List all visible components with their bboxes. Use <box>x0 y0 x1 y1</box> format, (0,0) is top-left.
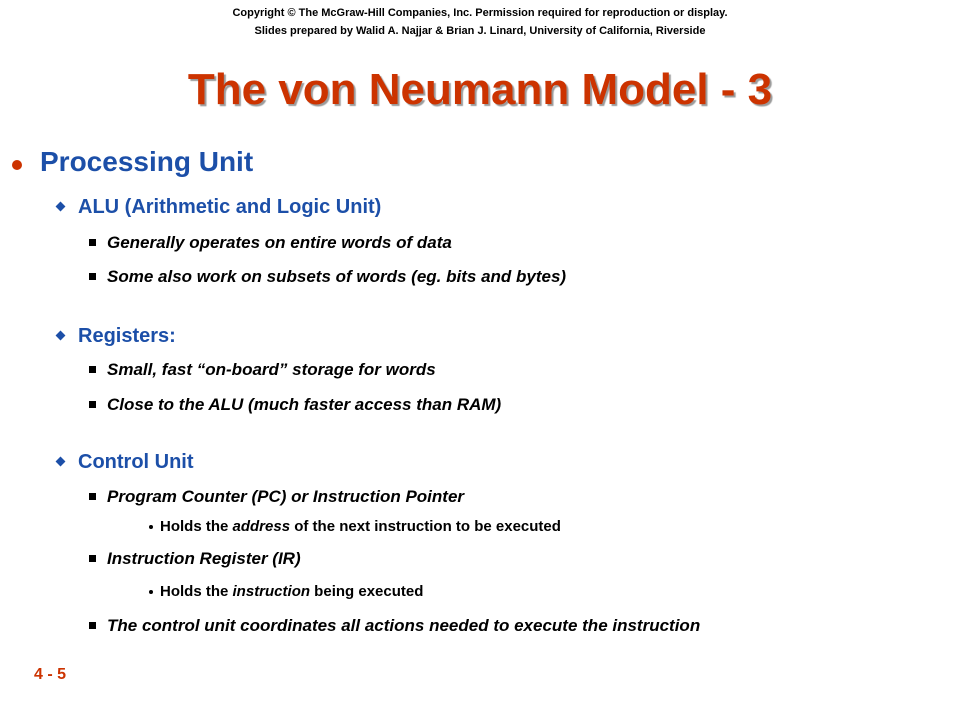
control-unit-label: Control Unit <box>78 451 194 473</box>
slide-credits: Slides prepared by Walid A. Najjar & Bri… <box>254 25 706 37</box>
copyright-notice: Copyright © The McGraw-Hill Companies, I… <box>232 7 728 19</box>
square-bullet-icon <box>89 239 96 246</box>
registers-label: Registers: <box>78 325 176 347</box>
round-bullet-icon <box>12 160 22 170</box>
alu-point-1: Generally operates on entire words of da… <box>107 233 452 252</box>
alu-point-2: Some also work on subsets of words (eg. … <box>107 267 567 286</box>
alu-label: ALU (Arithmetic and Logic Unit) <box>78 196 382 218</box>
control-unit-coordination: The control unit coordinates all actions… <box>107 616 701 635</box>
square-bullet-icon <box>89 622 96 629</box>
diamond-bullet-icon <box>55 330 66 341</box>
heading-processing-unit: Processing Unit <box>40 146 254 177</box>
ir-detail-prefix: Holds the <box>160 583 233 600</box>
registers-point-1: Small, fast “on-board” storage for words <box>107 360 436 379</box>
diamond-bullet-icon <box>55 201 66 212</box>
small-dot-bullet-icon <box>149 525 153 529</box>
square-bullet-icon <box>89 401 96 408</box>
page-number: 4 - 5 <box>34 666 67 683</box>
pc-detail-suffix: of the next instruction to be executed <box>290 518 561 535</box>
ir-detail: Holds the instruction being executed <box>160 583 423 601</box>
pc-label: Program Counter (PC) or Instruction Poin… <box>107 487 465 506</box>
pc-detail-emphasis: address <box>232 518 291 535</box>
pc-detail-prefix: Holds the <box>160 518 233 535</box>
pc-detail: Holds the address of the next instructio… <box>160 518 561 536</box>
square-bullet-icon <box>89 555 96 562</box>
registers-point-2: Close to the ALU (much faster access tha… <box>107 395 502 414</box>
ir-label: Instruction Register (IR) <box>107 549 301 568</box>
ir-detail-suffix: being executed <box>310 583 424 600</box>
slide-title: The von Neumann Model - 3 <box>187 65 773 114</box>
small-dot-bullet-icon <box>149 590 153 594</box>
diamond-bullet-icon <box>55 456 66 467</box>
ir-detail-emphasis: instruction <box>232 583 311 600</box>
square-bullet-icon <box>89 493 96 500</box>
square-bullet-icon <box>89 366 96 373</box>
square-bullet-icon <box>89 273 96 280</box>
